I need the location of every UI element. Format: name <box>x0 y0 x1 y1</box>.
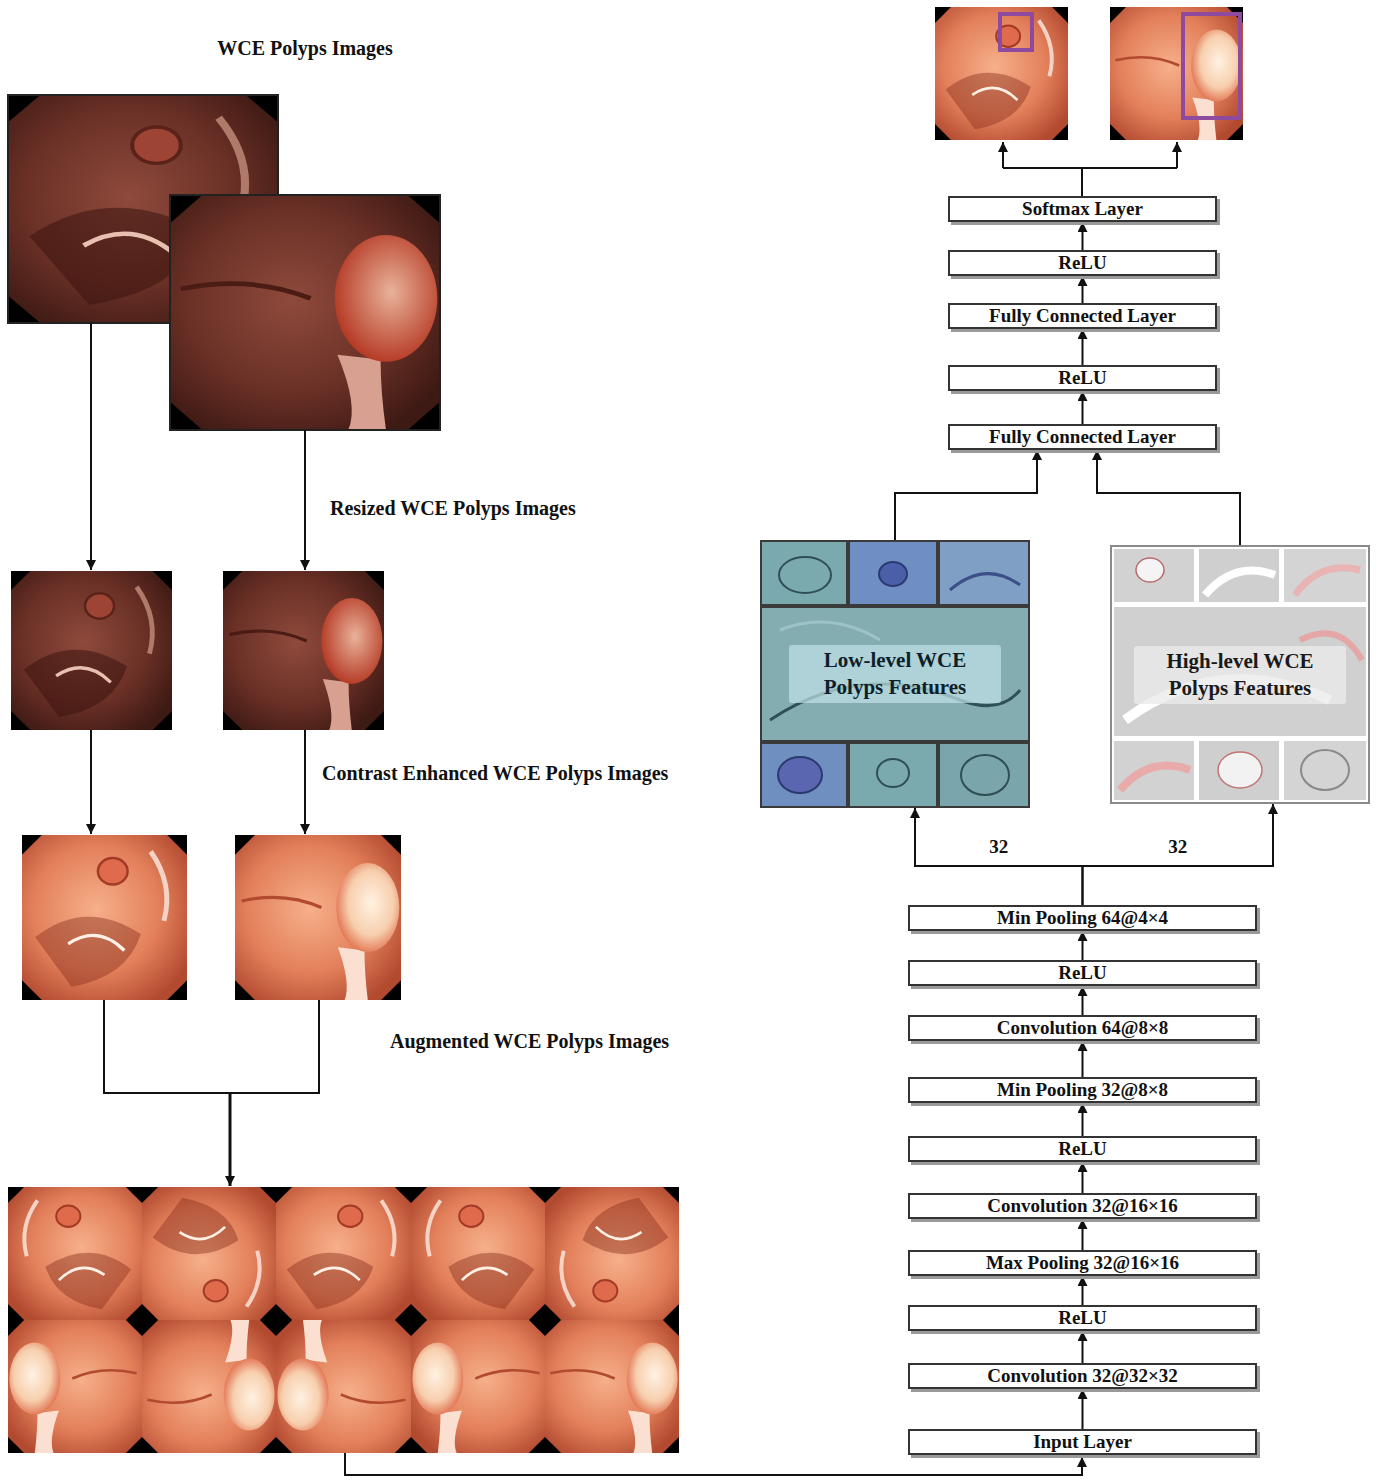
wce-image <box>223 571 384 730</box>
wce-image <box>142 1187 276 1320</box>
layer-label: Softmax Layer <box>1022 198 1143 220</box>
layer-label: Convolution 32@32×32 <box>987 1365 1178 1387</box>
connector-arrow <box>1082 986 1084 1015</box>
layer-label: Min Pooling 64@4×4 <box>997 907 1168 929</box>
wce-image <box>545 1187 679 1320</box>
layer-label: Max Pooling 32@16×16 <box>986 1252 1179 1274</box>
layer-label: ReLU <box>1058 1138 1107 1160</box>
feature-map: Low-level WCE Polyps Features <box>760 540 1030 808</box>
feature-map: High-level WCE Polyps Features <box>1110 545 1370 804</box>
connector-arrow <box>1097 450 1240 545</box>
connector-arrow <box>1082 276 1084 303</box>
wce-image <box>411 1187 545 1320</box>
layer-box: Fully Connected Layer <box>948 303 1217 329</box>
layer-label: ReLU <box>1058 962 1107 984</box>
wce-image <box>142 1320 276 1453</box>
layer-box: Max Pooling 32@16×16 <box>908 1250 1257 1276</box>
layer-box: Convolution 32@16×16 <box>908 1193 1257 1219</box>
stage-label: WCE Polyps Images <box>217 36 393 60</box>
layer-label: ReLU <box>1058 1307 1107 1329</box>
detection-box <box>1000 14 1032 50</box>
connector-arrow <box>1082 1219 1084 1250</box>
channel-count: 32 <box>1165 836 1190 858</box>
layer-box: Fully Connected Layer <box>948 424 1217 450</box>
wce-image <box>545 1320 679 1453</box>
connector-arrow <box>1082 1389 1084 1429</box>
connector-arrow <box>1082 931 1084 960</box>
layer-label: Min Pooling 32@8×8 <box>997 1079 1168 1101</box>
connector-arrow <box>1082 1276 1084 1305</box>
feature-label: Low-level WCE Polyps Features <box>789 645 1001 703</box>
wce-image <box>235 835 401 1000</box>
wce-image <box>411 1320 545 1453</box>
wce-image <box>935 7 1068 140</box>
connector-arrow <box>1082 391 1084 424</box>
wce-image <box>276 1187 411 1320</box>
layer-label: Convolution 64@8×8 <box>997 1017 1169 1039</box>
wce-image <box>11 571 172 730</box>
layer-box: ReLU <box>908 1305 1257 1331</box>
layer-box: ReLU <box>908 960 1257 986</box>
wce-image <box>1110 7 1243 140</box>
wce-image <box>8 1187 142 1320</box>
connector-arrow <box>1082 1162 1084 1193</box>
layer-box: Input Layer <box>908 1429 1257 1455</box>
detection-box <box>1183 14 1240 118</box>
connector-arrow <box>915 808 1083 905</box>
connector-arrow <box>1082 1041 1084 1077</box>
connector-arrow <box>895 450 1037 540</box>
layer-box: Convolution 64@8×8 <box>908 1015 1257 1041</box>
image-frame <box>170 195 440 430</box>
layer-box: Convolution 32@32×32 <box>908 1363 1257 1389</box>
connector-arrow <box>1083 804 1274 905</box>
layer-label: Fully Connected Layer <box>989 305 1176 327</box>
stage-label: Contrast Enhanced WCE Polyps Images <box>322 761 668 785</box>
feature-tiles <box>760 540 1030 808</box>
layer-box: ReLU <box>948 365 1217 391</box>
channel-count: 32 <box>986 836 1011 858</box>
layer-box: ReLU <box>908 1136 1257 1162</box>
connector-arrow <box>1082 1103 1084 1136</box>
stage-label: Resized WCE Polyps Images <box>330 496 576 520</box>
connector-arrow <box>1082 329 1084 365</box>
feature-tiles <box>1110 545 1370 804</box>
connector-arrow <box>1082 1331 1084 1363</box>
wce-image <box>276 1320 411 1453</box>
wce-image <box>170 195 440 430</box>
feature-label: High-level WCE Polyps Features <box>1134 646 1346 704</box>
layer-label: ReLU <box>1058 252 1107 274</box>
layer-box: Min Pooling 64@4×4 <box>908 905 1257 931</box>
layer-label: ReLU <box>1058 367 1107 389</box>
stage-label: Augmented WCE Polyps Images <box>390 1029 669 1053</box>
layer-box: ReLU <box>948 250 1217 276</box>
layer-label: Convolution 32@16×16 <box>987 1195 1178 1217</box>
layer-label: Input Layer <box>1033 1431 1132 1453</box>
layer-label: Fully Connected Layer <box>989 426 1176 448</box>
layer-box: Softmax Layer <box>948 196 1217 222</box>
layer-box: Min Pooling 32@8×8 <box>908 1077 1257 1103</box>
wce-image <box>22 835 187 1000</box>
wce-image <box>8 1320 142 1453</box>
connector-arrow <box>1082 222 1084 250</box>
